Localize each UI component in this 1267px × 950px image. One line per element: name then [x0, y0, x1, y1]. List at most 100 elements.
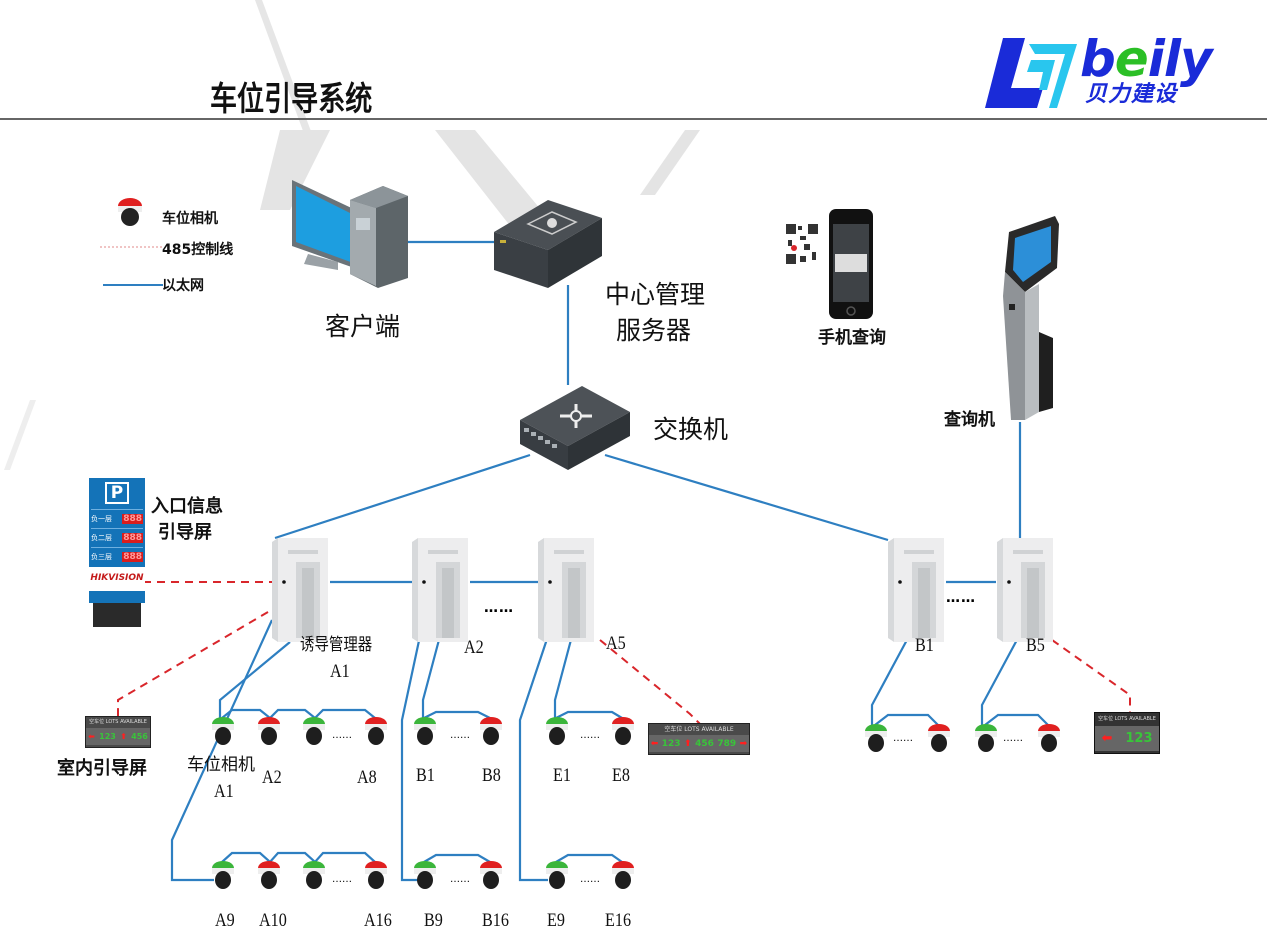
parking-camera-occupied-icon — [258, 861, 280, 889]
legend-label-ethernet: 以太网 — [162, 278, 204, 294]
parking-camera-free-icon — [414, 861, 436, 889]
camera-label-a2: A2 — [262, 767, 282, 788]
logo-chinese-name: 贝力建设 — [1085, 82, 1178, 107]
bus-b1 — [870, 637, 909, 725]
controller-b5-label: B5 — [1026, 635, 1045, 656]
camera-label-a9: A9 — [215, 910, 235, 931]
guidance-controller-a2-icon — [412, 538, 468, 642]
switch-label: 交换机 — [653, 415, 729, 444]
camera-ellipsis: …… — [332, 730, 352, 741]
camera-ellipsis: …… — [332, 874, 352, 885]
parking-camera-free-icon — [546, 861, 568, 889]
server-label-line1: 中心管理 — [605, 280, 706, 309]
bus-a2-row1 — [421, 635, 442, 718]
rs485-a5-sign — [599, 639, 701, 725]
camera-ellipsis: …… — [580, 730, 600, 741]
camera-label-a16: A16 — [364, 910, 392, 931]
camera-ellipsis: …… — [450, 874, 470, 885]
floor-row: 负一层 888 — [91, 509, 143, 528]
client-pc-icon — [292, 180, 408, 288]
camera-label-a1-line1: 车位相机 — [187, 755, 255, 775]
guidance-controller-b5-icon — [997, 538, 1053, 642]
bus-a1-row2 — [170, 619, 274, 882]
parking-camera-occupied-icon — [365, 861, 387, 889]
entrance-screen-label-line1: 入口信息 — [151, 496, 223, 517]
bus-a5-row2 — [518, 635, 550, 882]
guidance-controller-a5-icon — [538, 538, 594, 642]
parking-camera-free-icon — [212, 861, 234, 889]
parking-camera-free-icon — [212, 717, 234, 745]
query-kiosk-icon — [1003, 216, 1059, 420]
camera-label-a10: A10 — [259, 910, 287, 931]
controller-ellipsis-a: …… — [484, 600, 514, 616]
controller-a1-label-line2: A1 — [330, 661, 350, 682]
camera-label-e8: E8 — [612, 765, 630, 786]
camera-label-e9: E9 — [547, 910, 565, 931]
kiosk-label: 查询机 — [944, 410, 995, 430]
camera-label-e1: E1 — [553, 765, 571, 786]
server-label-line2: 服务器 — [616, 316, 692, 345]
up-arrow-icon: ⬆ — [684, 738, 692, 749]
parking-camera-occupied-icon — [258, 717, 280, 745]
guidance-controller-a1-icon — [272, 538, 328, 642]
header-divider — [0, 118, 1267, 120]
camera-ellipsis: …… — [1003, 733, 1023, 744]
legend-rs485-line — [100, 246, 162, 248]
camera-label-b1: B1 — [416, 765, 435, 786]
management-server-icon — [494, 200, 602, 288]
qr-code-icon — [784, 222, 820, 268]
camera-label-e16: E16 — [605, 910, 632, 931]
camera-ellipsis: …… — [580, 874, 600, 885]
beily-logo-mark-icon — [985, 38, 1077, 108]
camera-ellipsis: …… — [450, 730, 470, 741]
left-arrow-icon: ⬅ — [88, 732, 95, 741]
parking-camera-occupied-icon — [612, 717, 634, 745]
left-arrow-icon: ⬅ — [650, 738, 659, 749]
hikvision-brand: HIKVISION — [89, 567, 145, 589]
mobile-query-label: 手机查询 — [818, 328, 886, 348]
controller-ellipsis-b: …… — [946, 590, 976, 606]
camera-label-b16: B16 — [482, 910, 509, 931]
ethernet-switch-a1 — [274, 453, 531, 540]
floor-row: 负二层 888 — [91, 528, 143, 547]
parking-camera-free-icon — [414, 717, 436, 745]
controller-a5-label: A5 — [606, 633, 626, 654]
bus-a1-row1 — [218, 641, 291, 718]
parking-camera-occupied-icon — [928, 724, 950, 752]
indoor-led-sign: 空车位 LOTS AVAILABLE ⬅ 123 ⬆ 456 — [85, 716, 151, 748]
floor-row: 负三层 888 — [91, 547, 143, 566]
ethernet-switch-b1 — [604, 453, 889, 542]
rs485-b5-sign — [1051, 639, 1131, 712]
bus-a2-row2 — [400, 635, 422, 882]
legend-ethernet-line — [103, 284, 163, 286]
entrance-guidance-screen: P 负一层 888 负二层 888 负三层 888 HIKVISION — [89, 478, 145, 650]
legend-label-camera: 车位相机 — [162, 211, 218, 227]
left-arrow-icon: ⬅ — [1101, 731, 1113, 746]
smartphone-icon — [829, 209, 873, 319]
indoor-screen-label: 室内引导屏 — [57, 758, 147, 779]
parking-camera-occupied-icon — [365, 717, 387, 745]
page-title: 车位引导系统 — [210, 79, 373, 118]
parking-camera-occupied-icon — [1038, 724, 1060, 752]
guidance-controller-b1-icon — [888, 538, 944, 642]
controller-b1-label: B1 — [915, 635, 934, 656]
parking-camera-icon — [118, 198, 142, 226]
camera-label-a1: A1 — [214, 781, 234, 802]
camera-ellipsis: …… — [893, 733, 913, 744]
parking-camera-free-icon — [546, 717, 568, 745]
parking-camera-occupied-icon — [480, 861, 502, 889]
parking-camera-free-icon — [303, 861, 325, 889]
right-arrow-icon: ➡ — [739, 738, 748, 749]
a5-led-sign: 空车位 LOTS AVAILABLE ⬅ 123 ⬆ 456 789 ➡ — [648, 723, 750, 755]
network-switch-icon — [520, 386, 630, 470]
client-label: 客户端 — [325, 312, 401, 341]
parking-p-icon: P — [104, 482, 130, 504]
parking-camera-free-icon — [303, 717, 325, 745]
entrance-screen-label-line2: 引导屏 — [158, 522, 212, 543]
up-arrow-icon: ⬆ — [120, 732, 127, 741]
parking-camera-occupied-icon — [480, 717, 502, 745]
parking-camera-occupied-icon — [612, 861, 634, 889]
camera-label-a8: A8 — [357, 767, 377, 788]
parking-camera-free-icon — [865, 724, 887, 752]
